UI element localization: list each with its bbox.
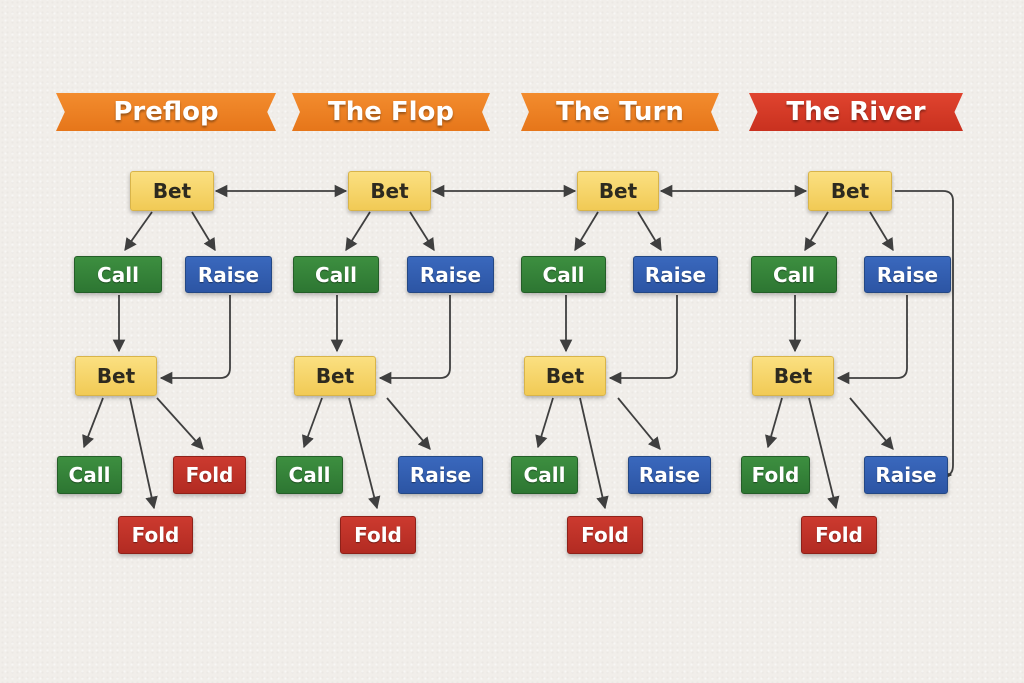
arrow-river-bet-fold-outcome xyxy=(808,397,840,510)
preflop-outcome-call-node: Call xyxy=(57,456,122,494)
arrow-turn-bet-raise xyxy=(637,211,662,252)
flop-outcome-raise-node: Raise xyxy=(398,456,483,494)
arrow-turn-raise-bet xyxy=(608,295,678,385)
turn-raise-node: Raise xyxy=(633,256,718,293)
arrow-preflop-bet-call xyxy=(124,211,153,252)
turn-top-bet-node: Bet xyxy=(577,171,659,211)
turn-call-node: Call xyxy=(521,256,606,293)
arrow-river-bet-raise xyxy=(869,211,894,252)
arrow-river-bet-fold-left-outcome xyxy=(765,397,783,449)
flop-outcome-call-node: Call xyxy=(276,456,343,494)
arrow-flop-raise-bet xyxy=(378,295,451,385)
arrow-flop-bet-call-outcome xyxy=(301,397,323,449)
preflop-outcome-fold-node: Fold xyxy=(118,516,193,554)
river-raise-node: Raise xyxy=(864,256,951,293)
flop-top-bet-node: Bet xyxy=(348,171,431,211)
arrow-river-bet-call xyxy=(804,211,829,252)
preflop-top-bet-node: Bet xyxy=(130,171,214,211)
river-call-node: Call xyxy=(751,256,837,293)
stage-banner-preflop: Preflop xyxy=(56,93,276,131)
river-outcome-raise-node: Raise xyxy=(864,456,948,494)
arrow-flop-bet-raise-outcome xyxy=(386,397,431,450)
flop-call-node: Call xyxy=(293,256,379,293)
arrow-river-bet-loop-raise xyxy=(895,190,954,482)
stage-banner-flop: The Flop xyxy=(292,93,490,131)
arrow-turn-bet-raise-outcome xyxy=(617,397,661,450)
turn-mid-bet-node: Bet xyxy=(524,356,606,396)
arrow-flop-bet-call xyxy=(345,211,371,252)
turn-outcome-fold-node: Fold xyxy=(567,516,643,554)
river-mid-bet-node: Bet xyxy=(752,356,834,396)
river-top-bet-node: Bet xyxy=(808,171,892,211)
arrow-preflop-bet-fold-outcome xyxy=(129,397,158,510)
arrow-flop-bet-raise xyxy=(409,211,435,252)
stage-banner-river: The River xyxy=(749,93,963,131)
arrow-turn-bet-fold-outcome xyxy=(579,397,609,510)
turn-outcome-call-node: Call xyxy=(511,456,578,494)
preflop-mid-bet-node: Bet xyxy=(75,356,157,396)
arrow-preflop-bet-fold-right-outcome xyxy=(156,397,204,450)
arrow-flop-bet-fold-outcome xyxy=(348,397,381,510)
stage-banner-turn: The Turn xyxy=(521,93,719,131)
flop-outcome-fold-node: Fold xyxy=(340,516,416,554)
arrow-turn-bet-call xyxy=(574,211,599,252)
river-outcome-fold-node: Fold xyxy=(801,516,877,554)
preflop-outcome-fold-right-node: Fold xyxy=(173,456,246,494)
flop-mid-bet-node: Bet xyxy=(294,356,376,396)
arrow-preflop-raise-bet xyxy=(159,295,231,385)
arrow-preflop-bet-call-outcome xyxy=(82,397,104,449)
arrow-preflop-bet-raise xyxy=(191,211,216,252)
preflop-raise-node: Raise xyxy=(185,256,272,293)
preflop-call-node: Call xyxy=(74,256,162,293)
river-outcome-fold-left-node: Fold xyxy=(741,456,810,494)
arrow-turn-bet-call-outcome xyxy=(535,397,554,449)
arrow-river-bet-raise-outcome xyxy=(849,397,894,450)
turn-outcome-raise-node: Raise xyxy=(628,456,711,494)
arrow-river-raise-bet xyxy=(836,295,908,385)
flop-raise-node: Raise xyxy=(407,256,494,293)
